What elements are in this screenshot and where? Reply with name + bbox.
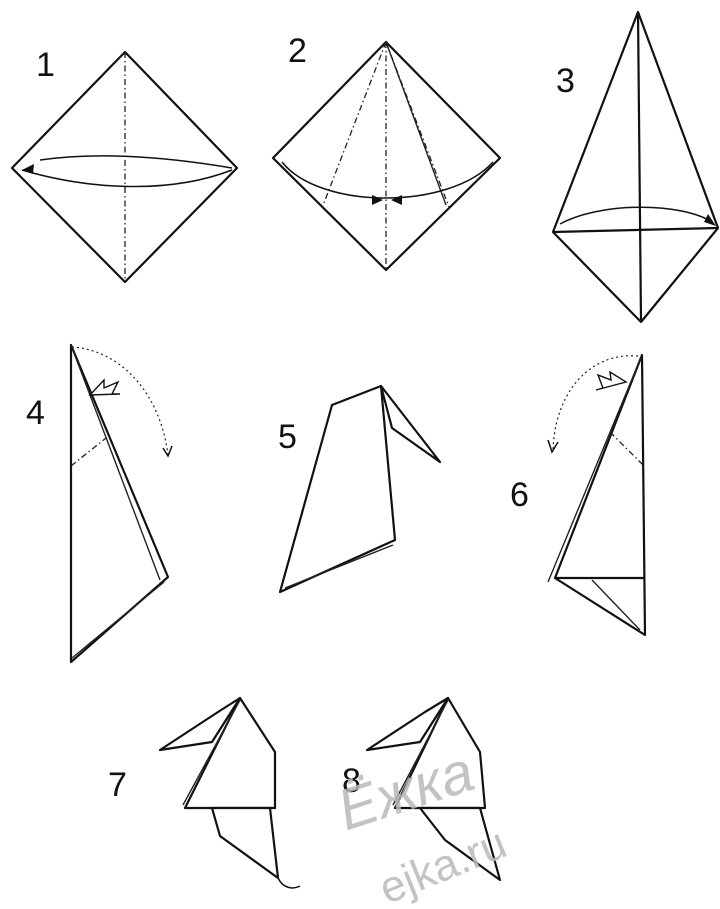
step-2-number: 2	[288, 32, 307, 70]
step-1-figure: 1	[12, 46, 237, 282]
step-1-number: 1	[36, 46, 55, 84]
arrowhead-icon	[548, 440, 558, 452]
step-6-figure: 6	[510, 355, 645, 635]
fold-tip-down-icon	[71, 345, 168, 662]
step-6-number: 6	[510, 476, 529, 514]
step-3-figure: 3	[553, 12, 718, 322]
step-5-figure: 5	[278, 386, 440, 592]
head-folded-icon	[280, 386, 395, 592]
step-7-number: 7	[108, 766, 127, 804]
push-arrow-icon	[596, 372, 626, 390]
arrowhead-icon	[163, 446, 172, 456]
tail-flap	[212, 808, 278, 878]
tail-curl	[278, 878, 300, 888]
square-diamond-fold-icon	[12, 52, 237, 282]
step-5-number: 5	[278, 418, 297, 456]
fold-tip-down-icon	[555, 355, 645, 635]
step-2-figure: 2	[273, 32, 500, 270]
step-3-number: 3	[556, 62, 575, 100]
step-7-figure: 7	[108, 698, 300, 888]
step-4-number: 4	[26, 394, 45, 432]
push-arrow-icon	[90, 380, 120, 395]
step-4-figure: 4	[26, 345, 172, 662]
beak-flap	[381, 386, 440, 462]
kite-valley-fold-icon	[553, 12, 718, 322]
